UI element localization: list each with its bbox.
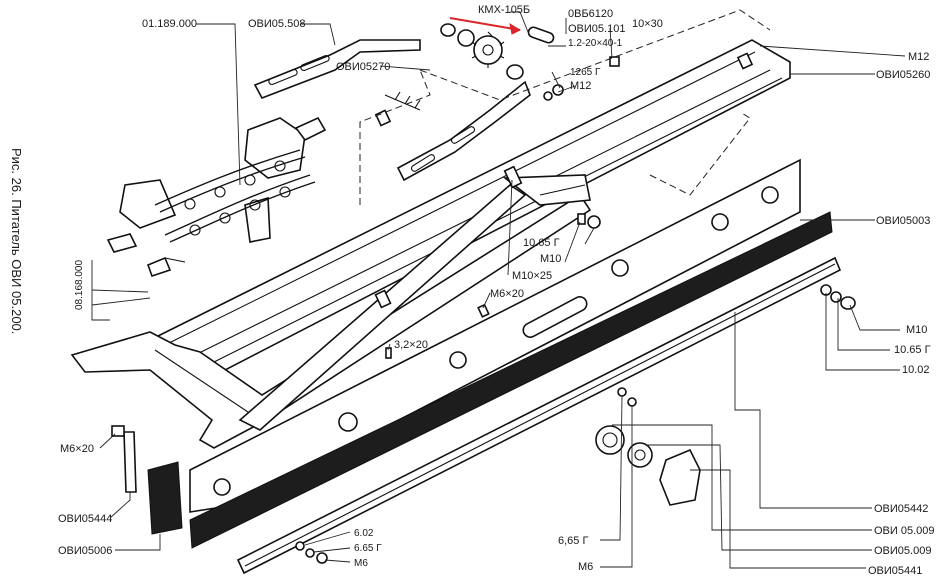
label-m12-right: М12 [908,51,929,63]
label-m12-top: М12 [570,80,591,92]
label-10x30: 10×30 [632,18,663,30]
label-ovi05101: ОВИ05.101 [568,23,625,35]
part-labels: 01.189.000 ОВИ05.508 КМХ-105Б 0ВБ6120 ОВ… [58,4,935,577]
label-0vb6120: 0ВБ6120 [568,8,613,20]
label-ovi05009-b: ОВИ05.009 [874,545,931,557]
label-ovi05444: ОВИ05444 [58,513,112,525]
label-m6-small: М6 [354,558,368,569]
assembly-dashed-lines [359,9,771,205]
side-panel-strip-dark [189,211,833,549]
label-1265g: 1265 Г [570,67,601,78]
lower-guide-rail [236,256,842,575]
figure-caption: Рис. 26. Питатель ОВИ 05.200. [9,148,24,334]
label-ovi05441: ОВИ05441 [868,565,922,577]
top-bracket-right [396,80,531,182]
label-ovi05442: ОВИ05442 [874,503,928,515]
label-32x20: 3,2×20 [394,339,428,351]
label-ovi05009-a: ОВИ 05.009 [874,525,935,537]
small-plate-part [111,425,137,493]
label-m6x20-mid: М6×20 [490,288,524,300]
leader-lines [91,11,906,569]
label-12-20x40: 1.2-20×40-1 [568,38,623,49]
label-ovi05006: ОВИ05006 [58,545,112,557]
label-ovi05260: ОВИ05260 [876,69,930,81]
label-1065g-right: 10.65 Г [894,344,931,356]
label-m6-low: М6 [578,561,593,573]
nut-washer-set-right [385,213,856,359]
label-1002: 10.02 [902,364,930,376]
chain-assembly [106,116,327,278]
label-ovi05508: ОВИ05.508 [248,18,305,30]
label-ovi05270: ОВИ05270 [336,61,390,73]
label-m10-mid: М10 [540,253,561,265]
label-602: 6.02 [354,528,374,539]
label-1065g-mid: 10.65 Г [523,237,560,249]
label-m10x25: М10×25 [512,270,552,282]
small-washers-bottom [295,541,328,564]
label-665g-low: 6,65 Г [558,535,588,547]
shaft-parts [374,23,754,127]
dark-pad-part [147,461,183,535]
main-frame [70,39,791,449]
sprocket [471,31,505,68]
label-m10-right: М10 [906,324,927,336]
red-arrow [449,17,522,35]
label-01189000: 01.189.000 [142,18,197,30]
label-08168000: 08.168.000 [74,260,85,310]
label-ovi05003: ОВИ05003 [876,215,930,227]
label-m6x20-left: М6×20 [60,443,94,455]
label-kmx105b: КМХ-105Б [478,4,530,16]
side-panel-front [189,158,801,513]
label-665g-small: 6.65 Г [354,543,382,554]
top-bracket-left [253,39,421,99]
roller-assembly [595,387,701,506]
